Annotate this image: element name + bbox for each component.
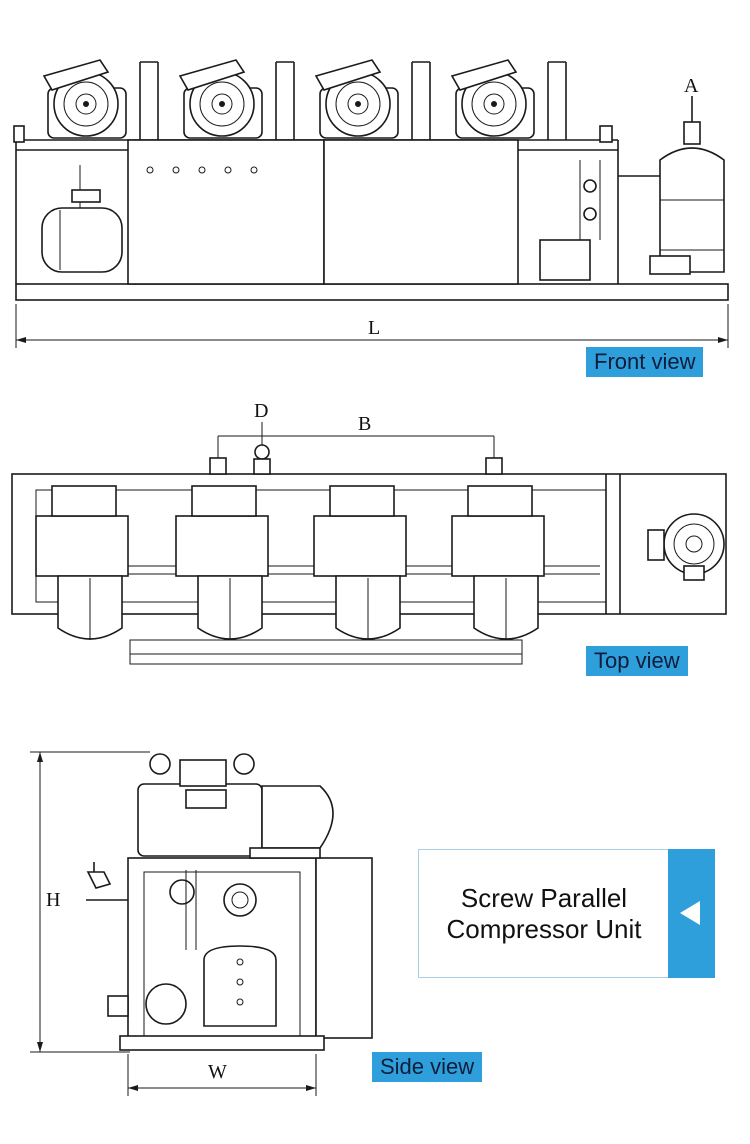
title-line-2: Compressor Unit <box>446 913 642 944</box>
side-motor <box>261 785 334 849</box>
front-compressor-3 <box>314 59 431 140</box>
front-view-drawing: L A <box>13 59 729 348</box>
side-view-drawing: H W <box>30 751 373 1096</box>
title-arrow-tab[interactable] <box>668 849 715 978</box>
front-compressor-2 <box>178 59 295 140</box>
dimension-label-B: B <box>358 413 371 435</box>
front-base-skid <box>15 283 729 301</box>
top-compressor-1 <box>35 485 129 640</box>
dimension-label-H: H <box>46 889 60 911</box>
top-liquid-receiver <box>647 513 725 581</box>
front-cabinet-right <box>323 139 519 285</box>
dimension-label-L: L <box>368 317 380 339</box>
title-card: Screw Parallel Compressor Unit <box>418 849 669 978</box>
dimension-label-W: W <box>208 1061 227 1083</box>
front-view-badge: Front view <box>586 347 704 377</box>
front-compressor-4 <box>450 59 567 140</box>
side-oil-tank <box>203 945 277 1027</box>
side-view-badge: Side view <box>372 1052 483 1082</box>
top-compressor-4 <box>451 485 545 640</box>
top-compressor-3 <box>313 485 407 640</box>
top-compressor-2 <box>175 485 269 640</box>
triangle-left-icon <box>680 901 700 925</box>
top-view-badge: Top view <box>586 646 688 676</box>
front-cabinet-left <box>127 139 325 285</box>
title-line-1: Screw Parallel <box>460 882 628 913</box>
front-liquid-receiver <box>618 96 725 275</box>
title-text: Screw Parallel Compressor Unit <box>446 883 641 945</box>
front-oil-separator <box>41 207 123 273</box>
callout-label-A: A <box>684 75 699 97</box>
front-compressor-1 <box>42 59 159 140</box>
callout-label-D: D <box>254 400 268 422</box>
top-view-drawing: D B <box>11 400 727 665</box>
